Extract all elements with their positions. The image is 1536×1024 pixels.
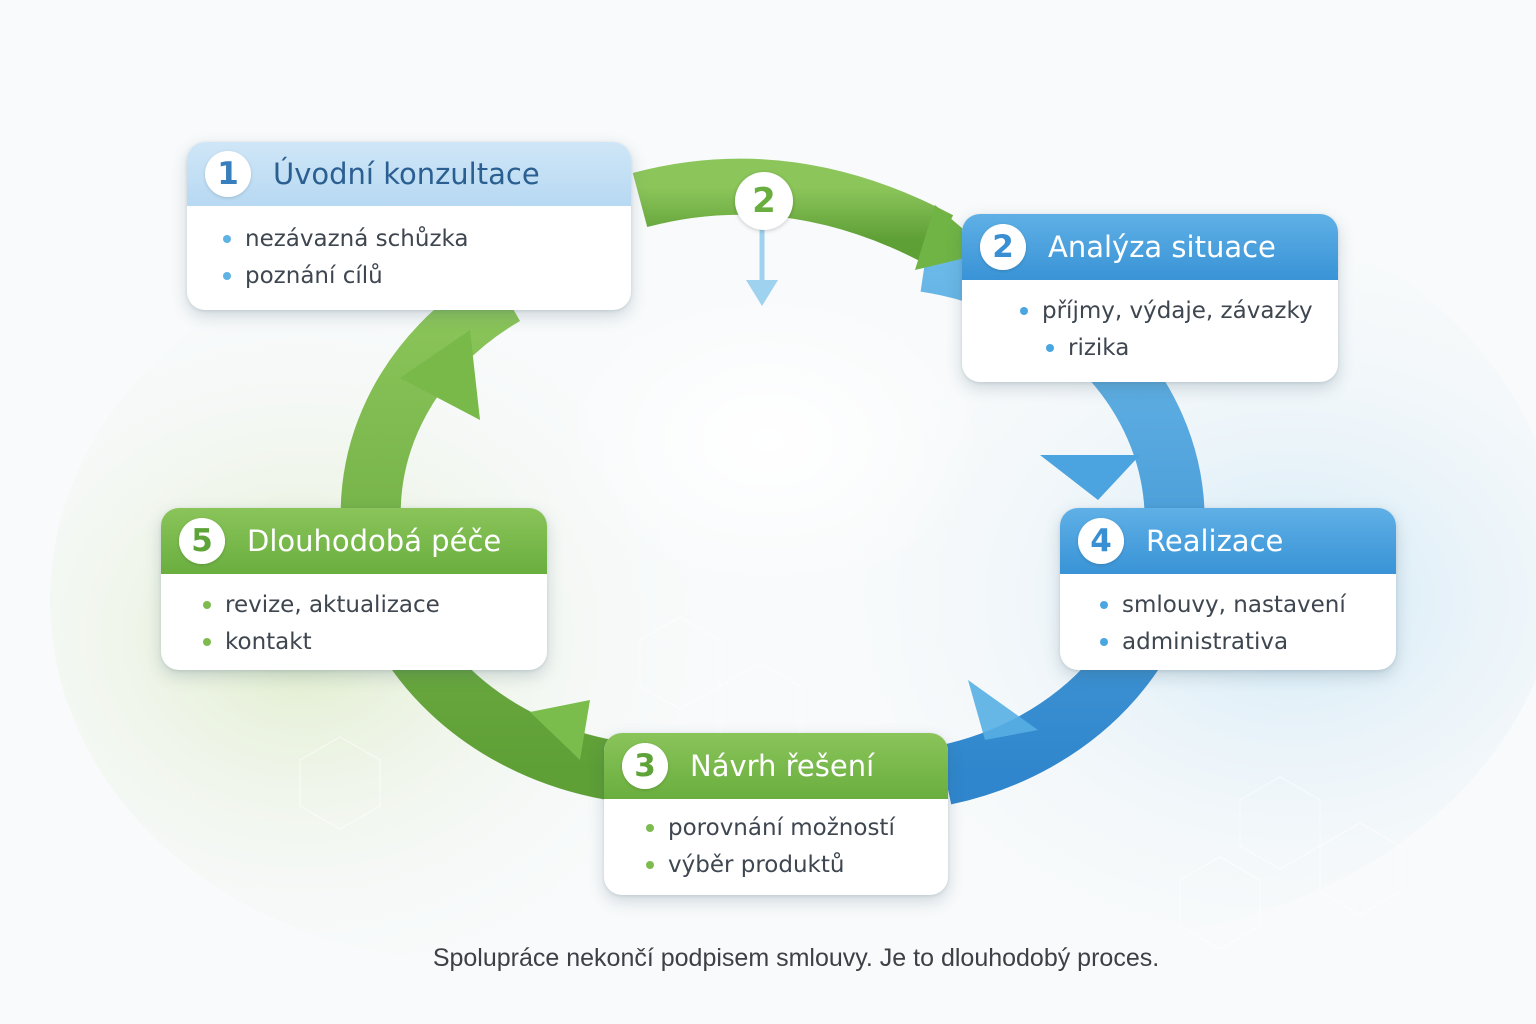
list-item-text: kontakt	[225, 628, 312, 655]
list-item: poznání cílů	[223, 257, 631, 294]
step-number-badge: 1	[205, 151, 251, 197]
step-card-header: 4 Realizace	[1060, 508, 1396, 574]
step-items: nezávazná schůzka poznání cílů	[187, 206, 631, 294]
step-card-realizace: 4 Realizace smlouvy, nastavení administr…	[1060, 508, 1396, 670]
step-number-badge: 2	[980, 224, 1026, 270]
step-card-dlouhodoba-pece: 5 Dlouhodobá péče revize, aktualizace ko…	[161, 508, 547, 670]
bullet-icon	[203, 637, 211, 646]
step-items: porovnání možností výběr produktů	[604, 799, 948, 883]
cycle-step-badge: 2	[735, 172, 793, 230]
step-card-header: 2 Analýza situace	[962, 214, 1338, 280]
step-number-badge: 3	[622, 743, 668, 789]
step-title: Realizace	[1146, 524, 1284, 558]
bullet-icon	[1100, 637, 1108, 646]
bullet-icon	[203, 600, 211, 609]
list-item: rizika	[1020, 329, 1338, 366]
list-item: smlouvy, nastavení	[1100, 586, 1396, 623]
step-items: příjmy, výdaje, závazky rizika	[962, 280, 1338, 366]
list-item-text: revize, aktualizace	[225, 591, 440, 618]
bullet-icon	[1100, 600, 1108, 609]
list-item: kontakt	[203, 623, 547, 660]
arrowhead-bottom-right	[968, 680, 1038, 740]
step-title: Návrh řešení	[690, 749, 875, 783]
step-card-header: 1 Úvodní konzultace	[187, 142, 631, 206]
step-card-uvodni-konzultace: 1 Úvodní konzultace nezávazná schůzka po…	[187, 142, 631, 310]
list-item: příjmy, výdaje, závazky	[1020, 292, 1338, 329]
list-item-text: administrativa	[1122, 628, 1289, 655]
list-item: porovnání možností	[646, 809, 948, 846]
step-card-navrh-reseni: 3 Návrh řešení porovnání možností výběr …	[604, 733, 948, 895]
list-item-text: příjmy, výdaje, závazky	[1042, 297, 1313, 324]
list-item-text: rizika	[1068, 334, 1130, 361]
bullet-icon	[1020, 306, 1028, 315]
arrowhead-right	[1040, 455, 1140, 500]
list-item: administrativa	[1100, 623, 1396, 660]
step-card-header: 5 Dlouhodobá péče	[161, 508, 547, 574]
list-item: nezávazná schůzka	[223, 220, 631, 257]
bullet-icon	[223, 234, 231, 243]
list-item-text: smlouvy, nastavení	[1122, 591, 1346, 618]
list-item: revize, aktualizace	[203, 586, 547, 623]
bullet-icon	[646, 823, 654, 832]
step-items: revize, aktualizace kontakt	[161, 574, 547, 660]
bullet-icon	[646, 860, 654, 869]
step-title: Dlouhodobá péče	[247, 524, 502, 558]
step-items: smlouvy, nastavení administrativa	[1060, 574, 1396, 660]
step-title: Analýza situace	[1048, 230, 1276, 264]
step-title: Úvodní konzultace	[273, 157, 540, 191]
list-item-text: výběr produktů	[668, 851, 845, 878]
step-number-badge: 5	[179, 518, 225, 564]
arrowhead-left	[400, 330, 480, 420]
caption: Spolupráce nekončí podpisem smlouvy. Je …	[432, 944, 1160, 972]
list-item-text: nezávazná schůzka	[245, 225, 469, 252]
bullet-icon	[1046, 343, 1054, 352]
bullet-icon	[223, 271, 231, 280]
step-number-badge: 4	[1078, 518, 1124, 564]
list-item-text: poznání cílů	[245, 262, 383, 289]
arrowhead-bottom-left	[530, 700, 590, 760]
step-card-analyza-situace: 2 Analýza situace příjmy, výdaje, závazk…	[962, 214, 1338, 382]
list-item: výběr produktů	[646, 846, 948, 883]
list-item-text: porovnání možností	[668, 814, 895, 841]
step-card-header: 3 Návrh řešení	[604, 733, 948, 799]
